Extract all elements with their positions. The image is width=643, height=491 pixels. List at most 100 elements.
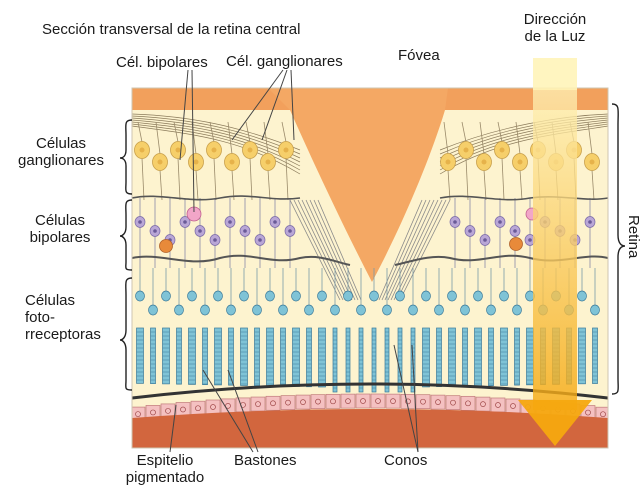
photoreceptor-nucleus (422, 291, 431, 301)
epithelium-cell (506, 399, 520, 413)
photoreceptor-nucleus (292, 291, 301, 301)
photoreceptor-layer-line2: foto- (25, 309, 101, 326)
bipolar-layer-line2: bipolares (10, 229, 110, 246)
photoreceptor-nucleus (344, 291, 353, 301)
diagram-title: Sección transversal de la retina central (42, 21, 300, 38)
epithelium-cell (326, 394, 340, 408)
epithelium-cell (311, 395, 325, 409)
rod (489, 328, 494, 386)
rod (229, 328, 234, 385)
epithelium-cell (206, 400, 220, 414)
rod (449, 328, 456, 386)
light-direction-line2: de la Luz (500, 28, 610, 45)
epithelium-line2: pigmentado (110, 469, 220, 486)
ganglion-nucleus (212, 148, 217, 153)
rod (319, 328, 326, 387)
photoreceptor-nucleus (331, 305, 340, 315)
rod (527, 328, 534, 385)
bipolar-nucleus (213, 238, 217, 242)
rod (501, 328, 508, 385)
ganglion-nucleus (176, 148, 181, 153)
epithelium-cell (446, 396, 460, 410)
epithelium-cell (416, 395, 430, 409)
photoreceptor-nucleus (357, 305, 366, 315)
cones-label: Conos (384, 452, 427, 469)
bipolar-nucleus (513, 229, 517, 233)
light-direction-label: Dirección de la Luz (500, 11, 610, 45)
epithelium-cell (281, 396, 295, 410)
ganglion-nucleus (482, 160, 487, 165)
bipolar-nucleus (528, 238, 532, 242)
ganglion-nucleus (266, 160, 271, 165)
photoreceptor-nucleus (240, 291, 249, 301)
bipolar-nucleus (453, 220, 457, 224)
rod (307, 328, 312, 387)
ganglion-nucleus (518, 160, 523, 165)
photoreceptor-nucleus (162, 291, 171, 301)
bipolar-layer-label: Células bipolares (10, 212, 110, 246)
ganglion-nucleus (194, 160, 199, 165)
bipolar-nucleus (498, 220, 502, 224)
epithelium-cell (341, 394, 355, 408)
photoreceptor-layer-line3: rreceptoras (25, 326, 101, 343)
rod (137, 328, 144, 383)
rod (241, 328, 248, 385)
photoreceptor-nucleus (253, 305, 262, 315)
bipolar-nucleus (258, 238, 262, 242)
rod (255, 328, 260, 386)
photoreceptor-nucleus (136, 291, 145, 301)
photoreceptor-nucleus (201, 305, 210, 315)
ganglion-nucleus (158, 160, 163, 165)
photoreceptor-nucleus (214, 291, 223, 301)
photoreceptor-nucleus (175, 305, 184, 315)
epithelium-cell (296, 395, 310, 409)
bipolar-nucleus (288, 229, 292, 233)
fovea-label: Fóvea (398, 47, 440, 64)
rod (267, 328, 274, 386)
rod (281, 328, 286, 386)
epithelium-label: Espitelio pigmentado (110, 452, 220, 486)
retina-brace (612, 104, 625, 394)
light-direction-line1: Dirección (500, 11, 610, 28)
epithelium-cell (461, 396, 475, 410)
ganglion-nucleus (464, 148, 469, 153)
photoreceptor-nucleus (149, 305, 158, 315)
ganglion-nucleus (140, 148, 145, 153)
epithelium-cell (386, 394, 400, 408)
photoreceptor-nucleus (396, 291, 405, 301)
ganglion-nucleus (230, 160, 235, 165)
photoreceptor-layer-label: Células foto- rreceptoras (25, 292, 101, 343)
rod (437, 328, 442, 387)
photoreceptor-nucleus (435, 305, 444, 315)
photoreceptor-nucleus (513, 305, 522, 315)
photoreceptor-nucleus (500, 291, 509, 301)
photoreceptor-nucleus (487, 305, 496, 315)
bipolar-nucleus (228, 220, 232, 224)
rod (475, 328, 482, 386)
bipolar-nucleus (198, 229, 202, 233)
ganglion-nucleus (248, 148, 253, 153)
left-braces (120, 120, 132, 390)
ganglion-nucleus (500, 148, 505, 153)
light-beam-top (533, 58, 577, 90)
bipolar-nucleus (588, 220, 592, 224)
photoreceptor-nucleus (578, 291, 587, 301)
photoreceptor-nucleus (318, 291, 327, 301)
ganglion-nucleus (590, 160, 595, 165)
horizontal-cell (160, 240, 173, 253)
bipolar-nucleus (483, 238, 487, 242)
epithelium-cell (476, 397, 490, 411)
epithelium-line1: Espitelio (110, 452, 220, 469)
rod (423, 328, 430, 387)
bipolar-nucleus (138, 220, 142, 224)
ganglion-layer-line1: Células (2, 135, 120, 152)
epithelium-cell (251, 397, 265, 411)
retina-label: Retina (625, 215, 642, 258)
epithelium-cell (191, 401, 205, 415)
photoreceptor-nucleus (409, 305, 418, 315)
epithelium-cell (371, 394, 385, 408)
ganglion-layer-line2: ganglionares (2, 152, 120, 169)
epithelium-cell (356, 394, 370, 408)
ganglion-cell-label: Cél. ganglionares (226, 53, 343, 70)
bipolar-cell-label: Cél. bipolares (116, 54, 208, 71)
